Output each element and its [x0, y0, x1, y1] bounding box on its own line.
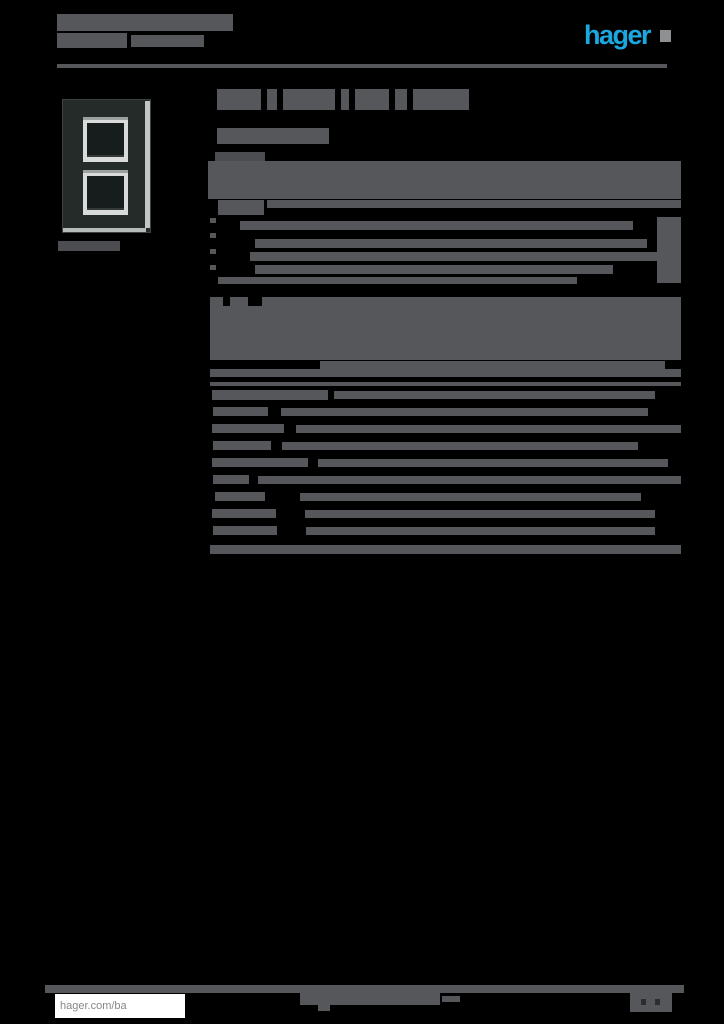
row-value-bar [306, 527, 655, 535]
hager-logo: hager [584, 20, 652, 50]
subtitle-bar [217, 128, 329, 144]
product-image [62, 99, 151, 233]
header-title-line2-bar [57, 33, 127, 48]
text-line-bar [320, 361, 665, 369]
row-label-bar [213, 475, 249, 484]
text-line-bar [210, 369, 681, 377]
plate-edge-highlight [145, 101, 150, 228]
row-value-bar [300, 493, 641, 501]
row-value-bar [281, 408, 648, 416]
row-value-bar [296, 425, 681, 433]
row-label-bar [212, 509, 276, 518]
row-value-bar [318, 459, 668, 467]
list-dash-bar [210, 249, 216, 254]
text-line-bar [210, 306, 681, 314]
header-rule [57, 64, 667, 68]
list-dash-bar [210, 265, 216, 270]
text-line-bar [255, 265, 613, 274]
page-title-bar [355, 89, 389, 110]
page-title-bar [283, 89, 335, 110]
footer-page-number-glyph [641, 999, 646, 1005]
section-heading-bar [210, 297, 223, 307]
row-label-bar [213, 407, 268, 416]
footer-website-link[interactable]: hager.com/ba [60, 1000, 127, 1012]
text-line-bar [250, 252, 681, 261]
frame-window-bottom [83, 170, 128, 215]
page-title-bar [395, 89, 407, 110]
text-column-bar [210, 314, 238, 360]
footer-page-number-block [630, 992, 672, 1012]
footer-center-text-bar [300, 993, 440, 1005]
window-opening [87, 176, 124, 210]
footer-center-text-bar [442, 996, 460, 1002]
row-label-bar [213, 526, 277, 535]
footer-page-number-glyph [655, 999, 660, 1005]
window-opening [87, 123, 124, 157]
row-label-bar [213, 441, 271, 450]
header-subtitle-bar [131, 35, 204, 47]
text-line-bar [262, 297, 681, 306]
text-column-bar [657, 217, 681, 283]
text-line-bar [218, 277, 577, 284]
section-heading-bar [230, 297, 248, 307]
footer-center-text-bar [318, 1005, 330, 1011]
page-title-bar [217, 89, 261, 110]
text-line-bar [240, 221, 633, 230]
page-title-bar [267, 89, 277, 110]
row-value-bar [282, 442, 638, 450]
logo-registered-mark [660, 30, 671, 42]
frame-window-top [83, 117, 128, 162]
row-value-bar [305, 510, 655, 518]
paragraph-block [238, 314, 681, 360]
page-title-bar [341, 89, 349, 110]
header-title-line1-bar [57, 14, 233, 31]
product-caption-bar [58, 241, 120, 251]
plate-edge-highlight [63, 228, 146, 232]
section-divider [210, 382, 681, 386]
row-label-bar [212, 458, 308, 467]
row-label-bar [212, 424, 284, 433]
paragraph-block [208, 161, 681, 199]
row-label-bar [215, 492, 265, 501]
section-label-bar [215, 152, 265, 161]
footer-rule [45, 985, 684, 993]
text-line-bar [267, 200, 681, 208]
row-label-bar [212, 390, 328, 400]
row-value-bar [334, 391, 655, 399]
footer-website-box: hager.com/ba [55, 994, 185, 1018]
list-dash-bar [210, 218, 216, 223]
page-title-bar [413, 89, 469, 110]
list-dash-bar [210, 233, 216, 238]
section-label-bar [218, 200, 264, 215]
text-line-bar [210, 545, 681, 554]
row-value-bar [258, 476, 681, 484]
text-line-bar [255, 239, 647, 248]
